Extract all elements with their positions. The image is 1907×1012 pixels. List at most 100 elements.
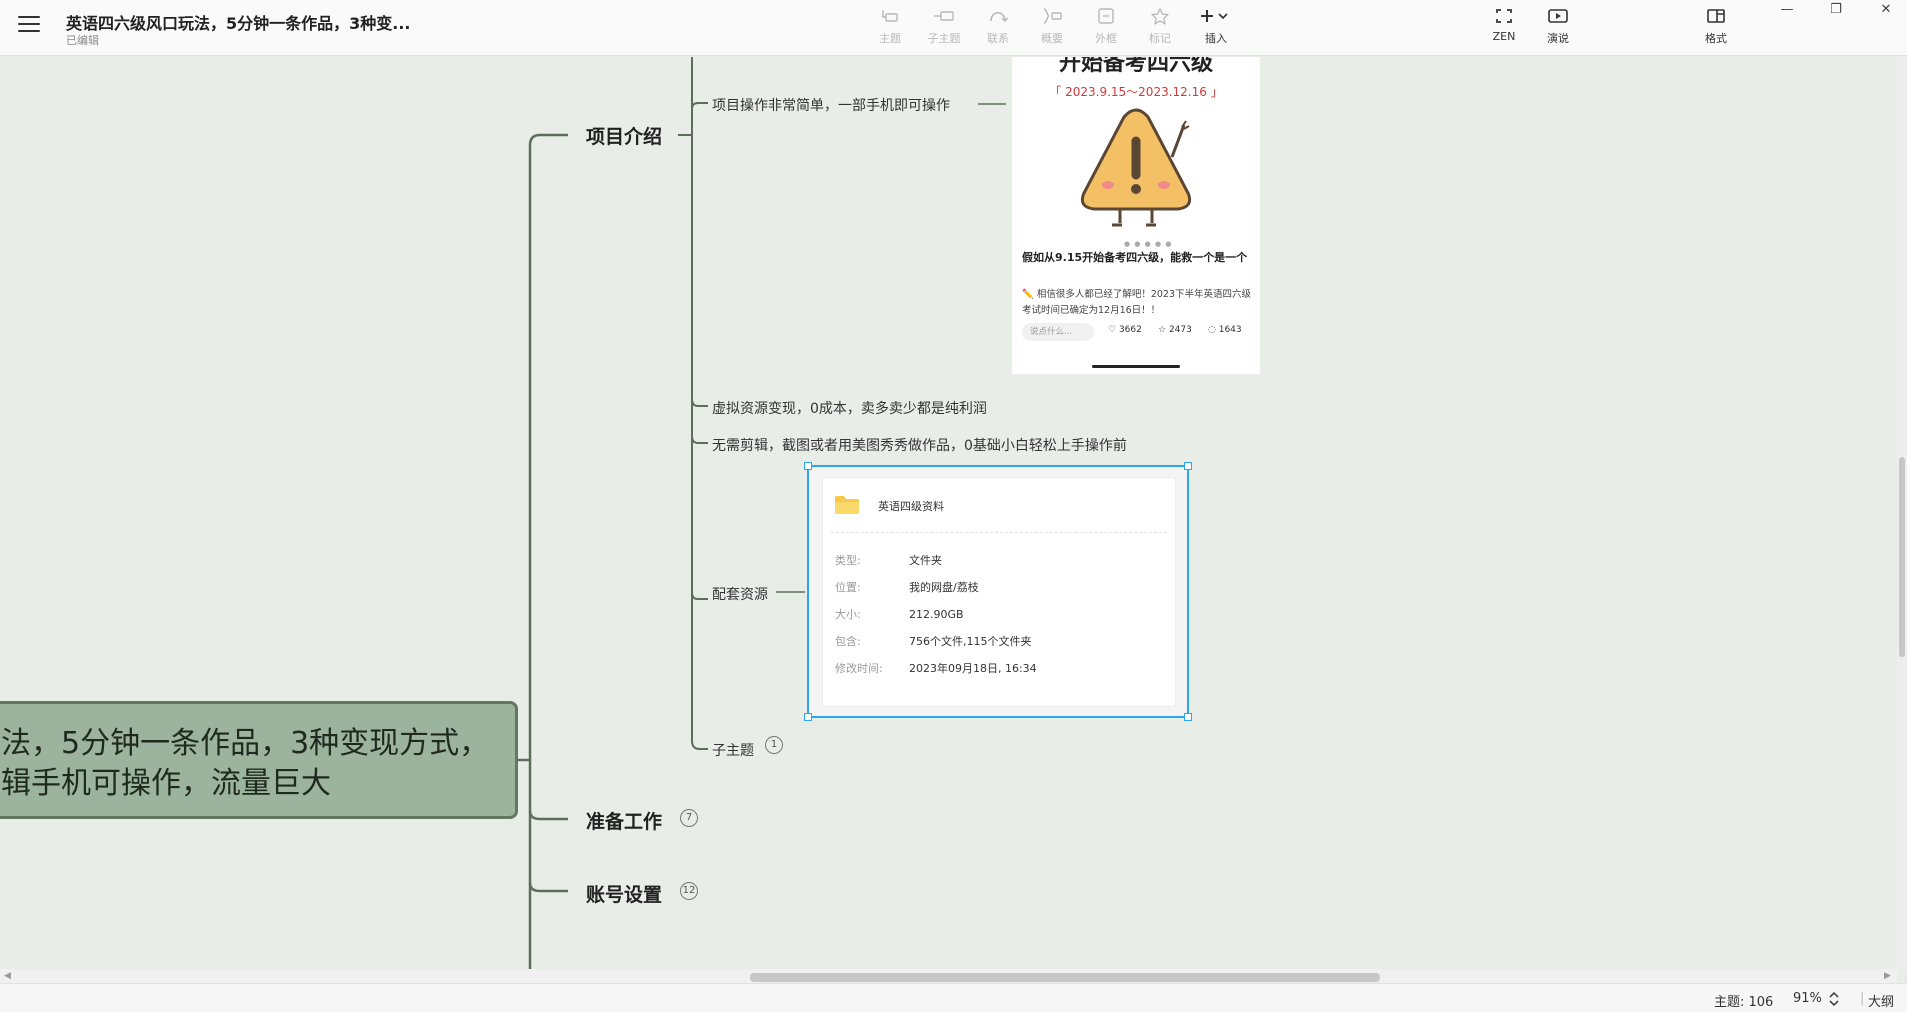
file-size-value: 212.90GB: [909, 608, 964, 621]
boundary-label: 外框: [1095, 32, 1117, 45]
favorite-count-value: 2473: [1168, 325, 1192, 335]
relationship-icon: [974, 8, 1022, 28]
insert-label: 插入: [1205, 32, 1227, 45]
file-location-label: 位置:: [835, 581, 861, 594]
heart-icon: ♡: [1108, 325, 1117, 335]
resize-handle[interactable]: [804, 462, 812, 470]
zoom-level[interactable]: 91%: [1793, 991, 1822, 1006]
central-topic[interactable]: 法，5分钟一条作品，3种变现方式， 辑手机可操作，流量巨大: [0, 701, 518, 819]
carousel-dots: ● ● ● ● ●: [1124, 240, 1173, 248]
subtopic-simple-operation[interactable]: 项目操作非常简单，一部手机即可操作: [712, 98, 950, 114]
file-modified-label: 修改时间:: [835, 662, 883, 675]
comment-input: 说点什么...: [1022, 323, 1094, 341]
resize-handle[interactable]: [1184, 713, 1192, 721]
file-location-row: 位置: 我的网盘/荔枝: [835, 579, 979, 595]
topic-label: 主题: [879, 32, 901, 45]
vertical-scroll-thumb[interactable]: [1899, 457, 1905, 657]
vertical-scrollbar[interactable]: [1897, 57, 1907, 969]
subtopic-virtual-resource[interactable]: 虚拟资源变现，0成本，卖多卖少都是纯利润: [712, 401, 987, 417]
close-icon[interactable]: ✕: [1880, 2, 1892, 17]
comment-icon: ◌: [1208, 325, 1216, 335]
collapsed-count-badge[interactable]: 1: [765, 736, 783, 754]
relationship-button[interactable]: 联系: [974, 8, 1022, 48]
file-contains-row: 包含:756个文件,115个文件夹: [835, 633, 1032, 649]
collapsed-count-badge[interactable]: 7: [680, 809, 698, 827]
subtopic-resources[interactable]: 配套资源: [712, 587, 768, 603]
hamburger-menu-icon[interactable]: [18, 16, 40, 36]
marker-button[interactable]: 标记: [1136, 7, 1184, 48]
screenshot-heading: 开始备考四六级: [1058, 57, 1213, 76]
plus-icon: [1192, 8, 1240, 28]
panel-icon: [1692, 8, 1740, 28]
file-contains-label: 包含:: [835, 635, 861, 648]
folder-name: 英语四级资料: [878, 500, 944, 513]
subtopic-no-editing[interactable]: 无需剪辑，截图或者用美图秀秀做作品，0基础小白轻松上手操作前: [712, 438, 1127, 454]
zoom-stepper-icon[interactable]: [1828, 991, 1840, 1011]
post-body: ✏️ 相信很多人都已经了解吧！2023下半年英语四六级考试时间已确定为12月16…: [1022, 289, 1252, 316]
branch-intro[interactable]: 项目介绍: [586, 126, 663, 148]
document-title[interactable]: 英语四六级风口玩法，5分钟一条作品，3种变...: [66, 14, 411, 33]
branch-account-setup[interactable]: 账号设置: [586, 884, 663, 906]
file-info-panel: 英语四级资料 类型:文件夹 位置: 我的网盘/荔枝 大小: 212.90GB 包含:…: [822, 477, 1176, 707]
selected-file-info-image[interactable]: 英语四级资料 类型:文件夹 位置: 我的网盘/荔枝 大小: 212.90GB 包含:…: [804, 462, 1192, 721]
post-footer: 说点什么... ♡ 3662 ☆ 2473 ◌ 1643: [1022, 323, 1254, 343]
status-bar: 主题: 106 91% | 大纲: [0, 983, 1907, 1012]
branch-preparation[interactable]: 准备工作: [586, 811, 663, 833]
resize-handle[interactable]: [804, 713, 812, 721]
central-topic-line1: 法，5分钟一条作品，3种变现方式，: [1, 726, 490, 761]
favorite-count: ☆ 2473: [1158, 325, 1192, 335]
file-size-row: 大小: 212.90GB: [835, 606, 964, 622]
resize-handle[interactable]: [1184, 462, 1192, 470]
minimize-icon[interactable]: —: [1780, 2, 1794, 17]
subtopic-button[interactable]: 子主题: [920, 8, 968, 48]
summary-label: 概要: [1041, 32, 1063, 45]
marker-label: 标记: [1149, 32, 1171, 45]
subtopic-label: 子主题: [927, 32, 961, 45]
horizontal-scrollbar[interactable]: ◀ ▶: [0, 969, 1897, 983]
format-label: 格式: [1705, 32, 1727, 45]
file-type-value: 文件夹: [909, 554, 942, 567]
file-type-row: 类型:文件夹: [835, 552, 942, 568]
mindmap-canvas[interactable]: 法，5分钟一条作品，3种变现方式， 辑手机可操作，流量巨大 项目介绍 准备工作 …: [0, 57, 1897, 969]
topic-button[interactable]: 主题: [866, 8, 914, 48]
boundary-icon: [1082, 8, 1130, 28]
comment-count-value: 1643: [1218, 325, 1242, 335]
star-icon: ☆: [1158, 325, 1167, 335]
insert-button[interactable]: 插入: [1192, 8, 1240, 48]
horizontal-scroll-thumb[interactable]: [750, 973, 1380, 982]
topic-count: 主题: 106: [1714, 995, 1774, 1010]
connector-lines: [518, 57, 1006, 969]
zen-button[interactable]: ZEN: [1480, 8, 1528, 48]
post-title: 假如从9.15开始备考四六级，能救一个是一个: [1022, 251, 1248, 264]
warning-cartoon-icon: [1080, 108, 1192, 227]
file-modified-row: 修改时间:2023年09月18日, 16:34: [835, 660, 1037, 676]
outline-button[interactable]: 大纲: [1868, 995, 1895, 1010]
subtopic-icon: [920, 8, 968, 28]
summary-button[interactable]: 概要: [1028, 8, 1076, 48]
summary-icon: [1028, 8, 1076, 28]
subtopic-placeholder[interactable]: 子主题: [712, 743, 754, 759]
present-button[interactable]: 演说: [1534, 8, 1582, 48]
home-indicator: [1092, 365, 1180, 368]
divider: [831, 532, 1167, 533]
like-count: ♡ 3662: [1108, 325, 1142, 335]
attached-screenshot-image[interactable]: 开始备考四六级 「 2023.9.15～2023.12.16 」 ● ● ● ●…: [1012, 57, 1260, 374]
collapsed-count-badge[interactable]: 12: [680, 882, 698, 900]
format-button[interactable]: 格式: [1692, 8, 1740, 48]
scroll-right-icon[interactable]: ▶: [1884, 971, 1891, 981]
star-icon: [1136, 7, 1184, 28]
restore-icon[interactable]: ❐: [1830, 2, 1842, 17]
boundary-button[interactable]: 外框: [1082, 8, 1130, 48]
fullscreen-icon: [1480, 8, 1528, 28]
screenshot-date-range: 「 2023.9.15～2023.12.16 」: [1049, 85, 1223, 99]
topic-icon: [866, 8, 914, 28]
zen-label: ZEN: [1492, 30, 1516, 43]
play-icon: [1534, 8, 1582, 28]
like-count-value: 3662: [1118, 325, 1142, 335]
scroll-left-icon[interactable]: ◀: [4, 971, 11, 981]
save-status: 已编辑: [66, 34, 99, 47]
comment-count: ◌ 1643: [1208, 325, 1242, 335]
file-size-label: 大小:: [835, 608, 861, 621]
file-location-value: 我的网盘/荔枝: [909, 581, 979, 594]
present-label: 演说: [1547, 32, 1569, 45]
